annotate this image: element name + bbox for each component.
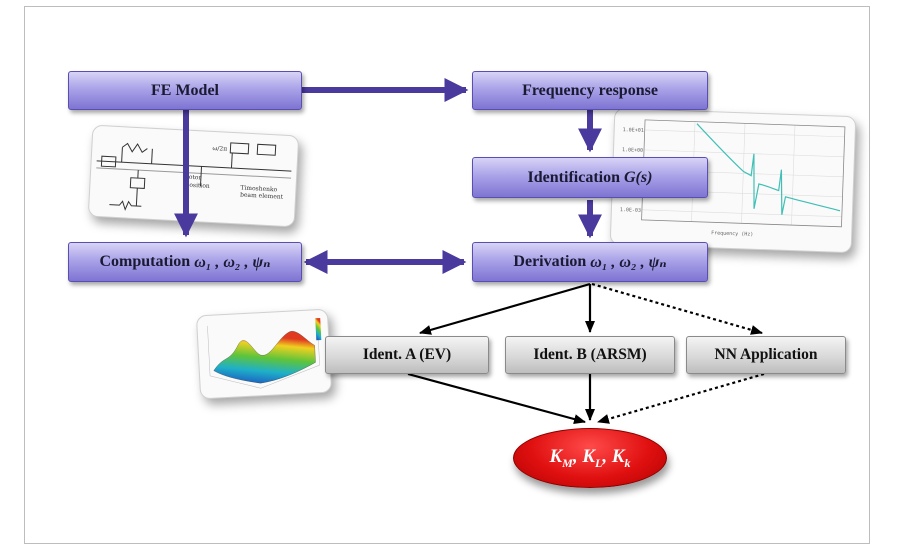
ident-a-box: Ident. A (EV) [325,336,489,374]
circuit-schematic-image: ω/2π Timoshenko beam element rotor posit… [96,142,292,211]
k-m-symbol: K [549,445,563,467]
result-oval: KM, KL, Kk [513,428,667,488]
identification-box: Identification G(s) [472,157,708,198]
k-l-symbol: K [582,445,595,467]
k-l-subscript: L [595,455,603,470]
surface-plot-image [207,318,322,389]
derivation-math: ω₁ , ω₂ , ψₙ [590,254,667,271]
derivation-box: Derivation ω₁ , ω₂ , ψₙ [472,242,708,282]
computation-box: Computation ω₁ , ω₂ , ψₙ [68,242,302,282]
svg-text:Frequency (Hz): Frequency (Hz) [711,230,753,237]
fe-model-label: FE Model [151,81,219,99]
identification-label: Identification [527,168,620,186]
nn-application-label: NN Application [714,346,818,363]
svg-text:Timoshenko: Timoshenko [240,184,278,193]
result-label: KM, KL, Kk [549,445,631,470]
svg-text:position: position [185,182,210,190]
derivation-label: Derivation [513,253,587,270]
identification-math: G(s) [624,168,653,186]
ident-b-box: Ident. B (ARSM) [505,336,675,374]
frequency-response-label: Frequency response [522,81,658,99]
computation-math: ω₁ , ω₂ , ψₙ [194,254,271,271]
svg-text:1.0E-03: 1.0E-03 [620,207,641,214]
svg-text:1.0E+00: 1.0E+00 [622,147,643,154]
svg-text:beam element: beam element [240,191,284,200]
k-m-subscript: M [562,455,573,470]
svg-text:1.0E+01: 1.0E+01 [623,127,644,134]
frequency-response-box: Frequency response [472,71,708,110]
svg-text:ω/2π: ω/2π [212,145,227,153]
k-k-symbol: K [611,445,625,467]
computation-label: Computation [99,253,191,270]
surface-plot-thumbnail [195,308,333,400]
fe-model-box: FE Model [68,71,302,110]
circuit-schematic-thumbnail: ω/2π Timoshenko beam element rotor posit… [87,124,300,228]
ident-a-label: Ident. A (EV) [362,346,452,363]
k-k-subscript: k [624,455,631,470]
nn-application-box: NN Application [686,336,846,374]
ident-b-label: Ident. B (ARSM) [533,346,647,363]
svg-text:rotor: rotor [186,174,202,182]
